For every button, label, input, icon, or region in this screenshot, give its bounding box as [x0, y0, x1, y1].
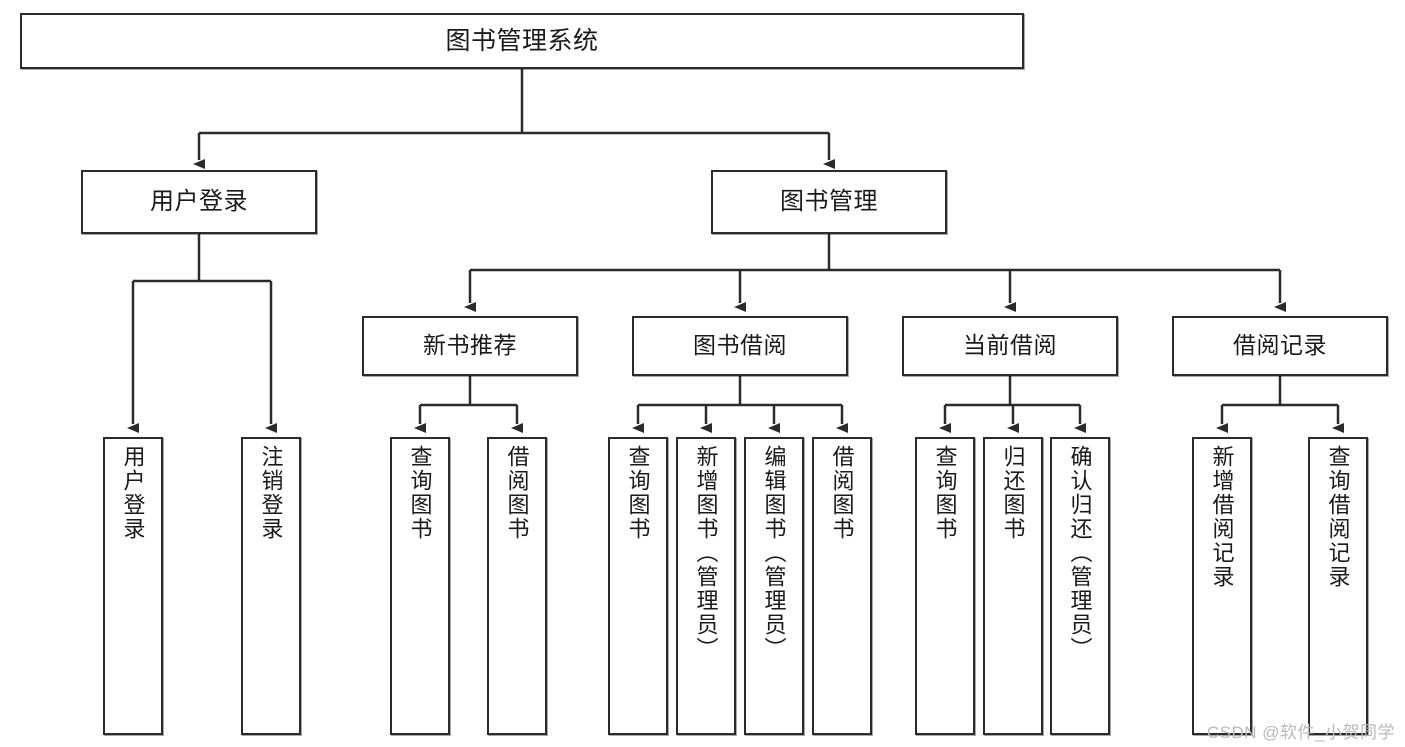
node-label: 新增借阅记录 [1209, 445, 1235, 589]
node-label: 归还图书 [1000, 445, 1026, 541]
node-label: 借阅图书 [829, 445, 855, 541]
node-label: 查询图书 [407, 445, 433, 541]
node-label: 用户登录 [150, 187, 248, 215]
node-label: 新增图书（管理员） [693, 445, 719, 661]
leaf-new-book-query-book[interactable]: 查询图书 [390, 437, 450, 735]
node-borrow-records[interactable]: 借阅记录 [1172, 316, 1388, 376]
node-root-book-management-system[interactable]: 图书管理系统 [20, 13, 1024, 69]
node-label: 编辑图书（管理员） [761, 445, 787, 661]
leaf-current-borrow-confirm-return-admin[interactable]: 确认归还（管理员） [1050, 437, 1110, 735]
leaf-user-login-login[interactable]: 用户登录 [103, 437, 163, 735]
leaf-user-login-logout[interactable]: 注销登录 [241, 437, 301, 735]
leaf-book-borrow-borrow-book[interactable]: 借阅图书 [812, 437, 872, 735]
node-label: 当前借阅 [963, 332, 1057, 359]
leaf-current-borrow-query-book[interactable]: 查询图书 [915, 437, 975, 735]
node-label: 图书借阅 [693, 332, 787, 359]
node-label: 图书管理 [780, 187, 878, 215]
leaf-current-borrow-return-book[interactable]: 归还图书 [983, 437, 1043, 735]
node-label: 图书管理系统 [445, 27, 599, 55]
node-label: 查询借阅记录 [1325, 445, 1351, 589]
node-label: 借阅记录 [1233, 332, 1327, 359]
node-current-borrow[interactable]: 当前借阅 [902, 316, 1118, 376]
leaf-book-borrow-query-book[interactable]: 查询图书 [608, 437, 668, 735]
node-new-book-recommend[interactable]: 新书推荐 [362, 316, 578, 376]
leaf-borrow-records-add-record[interactable]: 新增借阅记录 [1192, 437, 1252, 735]
node-book-borrow[interactable]: 图书借阅 [632, 316, 848, 376]
node-label: 用户登录 [120, 445, 146, 541]
node-user-login[interactable]: 用户登录 [81, 170, 317, 234]
leaf-book-borrow-add-book-admin[interactable]: 新增图书（管理员） [676, 437, 736, 735]
leaf-new-book-borrow-book[interactable]: 借阅图书 [487, 437, 547, 735]
node-label: 查询图书 [625, 445, 651, 541]
node-label: 确认归还（管理员） [1067, 445, 1093, 661]
leaf-borrow-records-query-record[interactable]: 查询借阅记录 [1308, 437, 1368, 735]
leaf-book-borrow-edit-book-admin[interactable]: 编辑图书（管理员） [744, 437, 804, 735]
node-book-management[interactable]: 图书管理 [711, 170, 947, 234]
node-label: 新书推荐 [423, 332, 517, 359]
watermark: CSDN @软件_小贺同学 [1206, 723, 1395, 742]
node-label: 注销登录 [258, 445, 284, 541]
node-label: 查询图书 [932, 445, 958, 541]
node-label: 借阅图书 [504, 445, 530, 541]
